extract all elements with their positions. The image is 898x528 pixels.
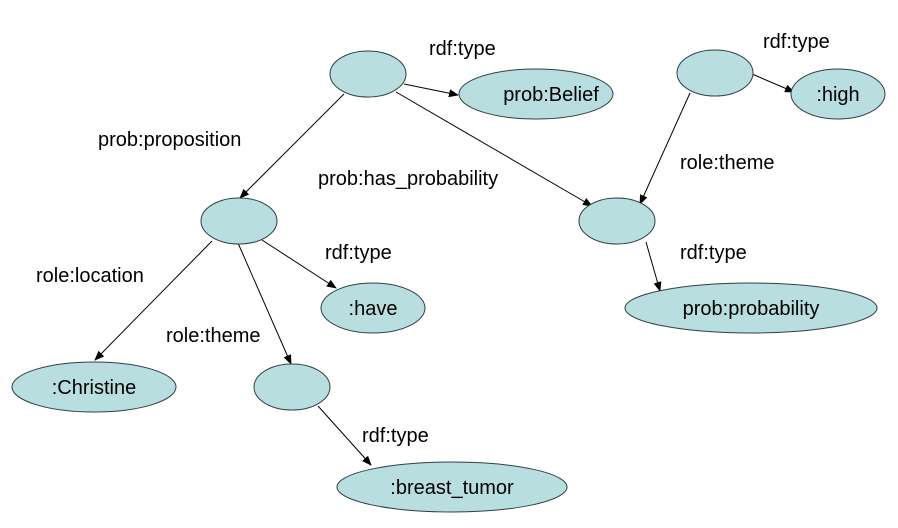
node-breast-tumor: :breast_tumor	[336, 461, 568, 513]
edge-tumor-type	[317, 405, 372, 466]
edge-prob-type	[645, 241, 662, 292]
node-belief-blank	[329, 50, 407, 98]
edge-have-type	[261, 239, 337, 289]
edge-label-high-theme: role:theme	[680, 152, 775, 174]
edge-label-proposition: prob:proposition	[98, 129, 241, 151]
node-christine: :Christine	[11, 361, 177, 413]
edge-label-location: role:location	[36, 265, 144, 287]
svg-text:prob:Belief: prob:Belief	[503, 84, 599, 106]
edge-label-belief-type: rdf:type	[429, 38, 496, 60]
svg-text:prob:probability: prob:probability	[683, 298, 820, 320]
svg-text::have: :have	[349, 298, 398, 320]
edge-label-theme: role:theme	[166, 325, 261, 347]
edge-location	[94, 240, 213, 361]
node-high: :high	[790, 68, 886, 120]
svg-text::breast_tumor: :breast_tumor	[390, 477, 514, 499]
edge-label-have-type: rdf:type	[325, 242, 392, 264]
edge-high-theme	[639, 92, 691, 205]
edge-high-type	[751, 73, 795, 93]
node-probability-blank	[578, 197, 656, 245]
edge-has-probability	[395, 91, 593, 207]
edge-proposition	[239, 93, 345, 199]
node-theme-blank	[253, 363, 331, 411]
edge-label-high-type: rdf:type	[763, 31, 830, 53]
edge-label-tumor-type: rdf:type	[362, 425, 429, 447]
node-high-blank	[676, 49, 754, 97]
node-probability: prob:probability	[624, 282, 878, 334]
svg-text::high: :high	[816, 84, 859, 106]
node-belief: prob:Belief	[458, 68, 614, 120]
edge-belief-type	[403, 83, 459, 98]
svg-text::Christine: :Christine	[52, 377, 136, 399]
node-have: :have	[320, 282, 426, 334]
edge-label-has-probability: prob:has_probability	[318, 168, 498, 190]
node-proposition-blank	[200, 197, 278, 245]
edge-theme	[237, 242, 292, 365]
edge-label-prob-type: rdf:type	[680, 242, 747, 264]
